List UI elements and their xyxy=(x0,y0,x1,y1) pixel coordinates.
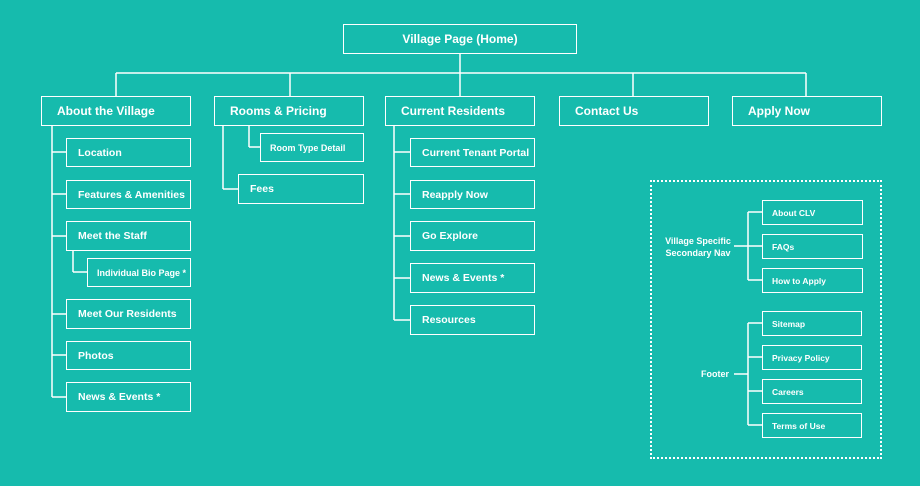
footer-label: Footer xyxy=(701,369,729,379)
node-about-clv[interactable]: About CLV xyxy=(762,200,863,225)
node-contact-us[interactable]: Contact Us xyxy=(559,96,709,126)
node-meet-the-staff[interactable]: Meet the Staff xyxy=(66,221,191,251)
node-individual-bio-page[interactable]: Individual Bio Page * xyxy=(87,258,191,287)
node-features-amenities[interactable]: Features & Amenities xyxy=(66,180,191,209)
node-privacy-policy[interactable]: Privacy Policy xyxy=(762,345,862,370)
node-about-the-village[interactable]: About the Village xyxy=(41,96,191,126)
node-terms-of-use[interactable]: Terms of Use xyxy=(762,413,862,438)
node-apply-now[interactable]: Apply Now xyxy=(732,96,882,126)
node-rooms-pricing[interactable]: Rooms & Pricing xyxy=(214,96,364,126)
node-how-to-apply[interactable]: How to Apply xyxy=(762,268,863,293)
node-faqs[interactable]: FAQs xyxy=(762,234,863,259)
node-sitemap[interactable]: Sitemap xyxy=(762,311,862,336)
node-resources[interactable]: Resources xyxy=(410,305,535,335)
node-room-type-detail[interactable]: Room Type Detail xyxy=(260,133,364,162)
node-village-home[interactable]: Village Page (Home) xyxy=(343,24,577,54)
secondary-nav-label-line1: Village Specific xyxy=(665,236,731,246)
node-current-residents[interactable]: Current Residents xyxy=(385,96,535,126)
node-meet-our-residents[interactable]: Meet Our Residents xyxy=(66,299,191,329)
node-go-explore[interactable]: Go Explore xyxy=(410,221,535,251)
node-photos[interactable]: Photos xyxy=(66,341,191,370)
node-reapply-now[interactable]: Reapply Now xyxy=(410,180,535,209)
secondary-section-frame xyxy=(650,180,882,459)
node-location[interactable]: Location xyxy=(66,138,191,167)
node-residents-news-events[interactable]: News & Events * xyxy=(410,263,535,293)
node-fees[interactable]: Fees xyxy=(238,174,364,204)
node-careers[interactable]: Careers xyxy=(762,379,862,404)
node-about-news-events[interactable]: News & Events * xyxy=(66,382,191,412)
node-current-tenant-portal[interactable]: Current Tenant Portal xyxy=(410,138,535,167)
secondary-nav-label: Village Specific Secondary Nav xyxy=(660,235,736,259)
secondary-nav-label-line2: Secondary Nav xyxy=(665,248,731,258)
